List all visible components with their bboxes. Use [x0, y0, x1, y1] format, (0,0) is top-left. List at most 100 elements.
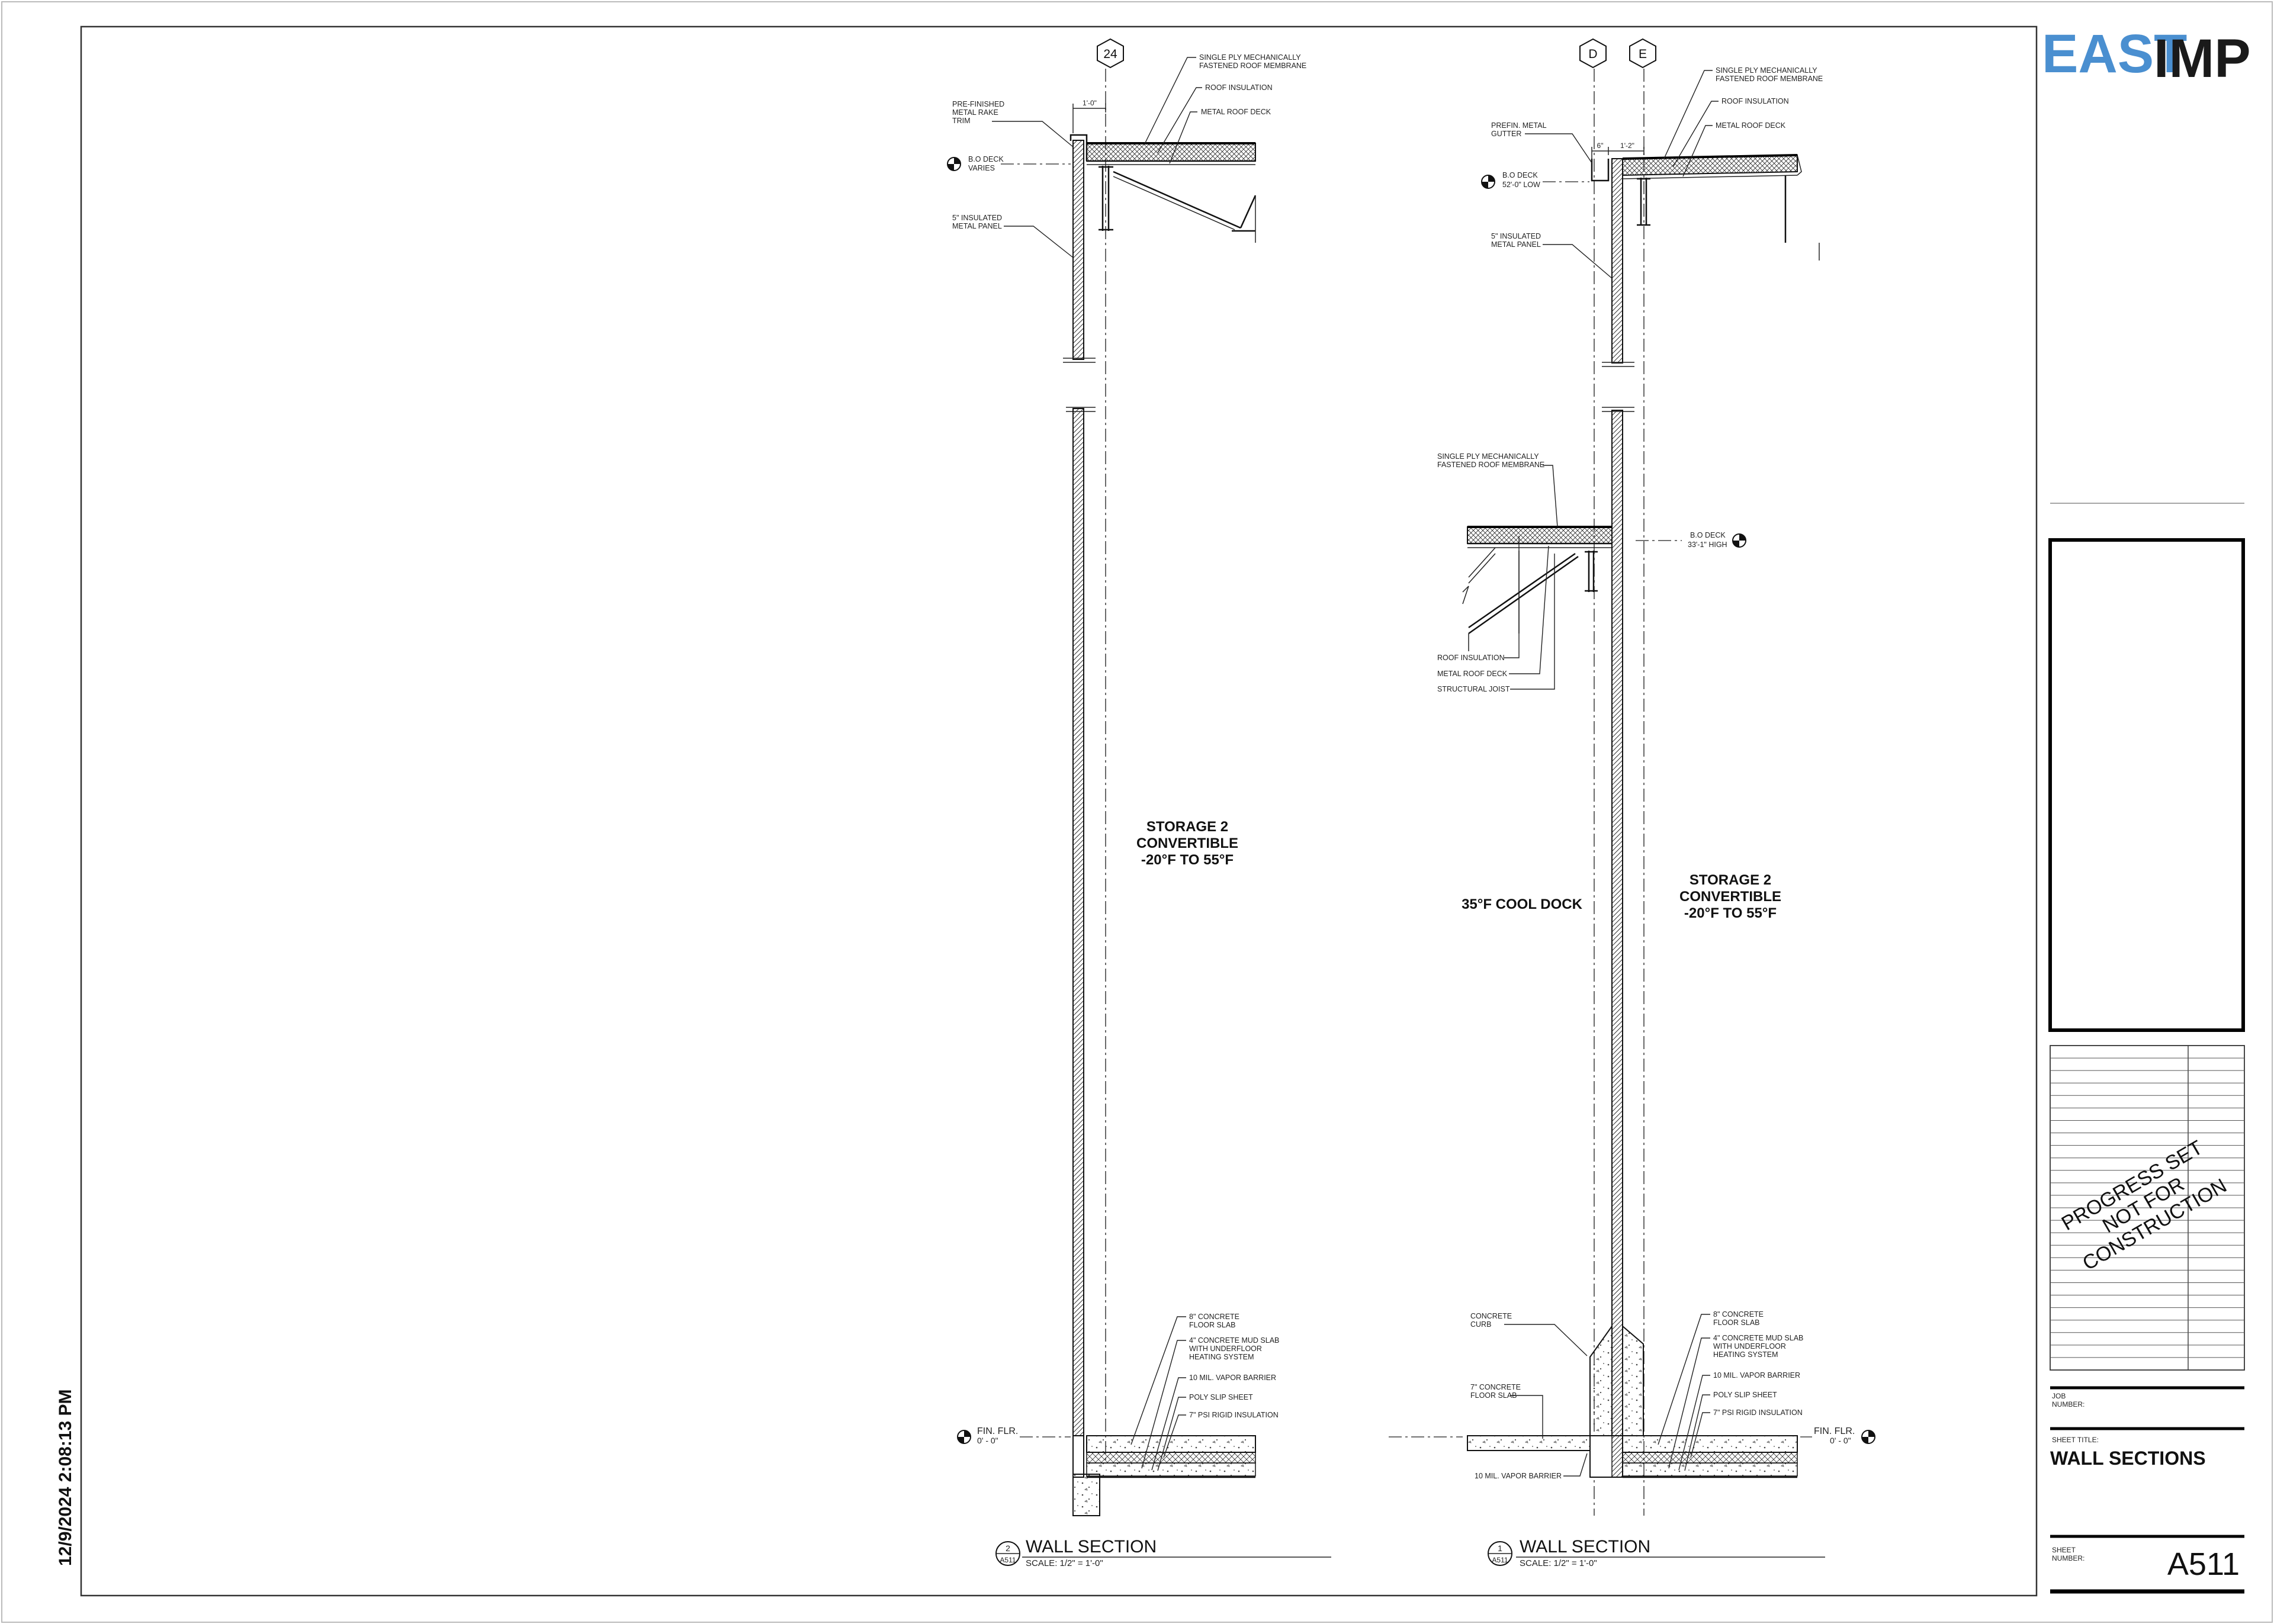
note-floor-slab-2: FLOOR SLAB: [1189, 1321, 1236, 1329]
room-left-1: STORAGE 2: [1146, 819, 1228, 835]
note-floor-slab-r-1: 8" CONCRETE: [1713, 1310, 1764, 1319]
fin-flr-right-1: FIN. FLR.: [1814, 1426, 1855, 1436]
grid-bubble-e-label: E: [1639, 47, 1647, 61]
note-slab7-1: 7" CONCRETE: [1470, 1383, 1521, 1391]
note-bo-deck-low-2: 52'-0" LOW: [1502, 181, 1540, 189]
section-title-2: WALL SECTION: [1026, 1537, 1157, 1557]
fin-flr-left-2: 0' - 0": [977, 1436, 998, 1445]
note-roof-insulation: ROOF INSULATION: [1205, 83, 1273, 92]
structural-joist: [1468, 552, 1579, 635]
dim-top: 1'-0": [1083, 99, 1097, 107]
wall-section-1: D E 6" 1'-2" SINGLE PLY MECHANICALLY FAS…: [1389, 38, 1875, 1568]
note-panel-2: METAL PANEL: [952, 222, 1002, 230]
sheet-number: A511: [2167, 1546, 2240, 1582]
note-panel-1: 5" INSULATED: [952, 214, 1002, 222]
note-metal-roof-deck-r: METAL ROOF DECK: [1716, 121, 1786, 130]
dim-b: 1'-2": [1620, 142, 1634, 150]
roof-insulation: [1086, 143, 1256, 162]
footing: [1072, 1474, 1100, 1516]
wall-section-2: 24 1'-0" SINGLE PLY MECHANICALLY FASTENE…: [947, 38, 1331, 1568]
low-roof-insulation: [1467, 526, 1613, 544]
note-low-membrane-1: SINGLE PLY MECHANICALLY: [1437, 452, 1539, 461]
note-membrane-2: FASTENED ROOF MEMBRANE: [1199, 62, 1306, 70]
insulated-metal-panel-upper: [1072, 140, 1084, 360]
fin-flr-right-2: 0' - 0": [1830, 1436, 1851, 1445]
note-gutter-2: GUTTER: [1491, 130, 1521, 138]
fin-flr-marker-right: [1861, 1430, 1875, 1444]
mud-slab-right: [1622, 1462, 1798, 1477]
note-rake-trim-3: TRIM: [952, 117, 971, 125]
note-low-membrane-2: FASTENED ROOF MEMBRANE: [1437, 461, 1544, 469]
stamp-box: [2048, 538, 2245, 1032]
note-curb-2: CURB: [1470, 1320, 1491, 1329]
progress-stamp: PROGRESS SET NOT FOR CONSTRUCTION: [2058, 1136, 2231, 1275]
note-poly-r: POLY SLIP SHEET: [1713, 1391, 1777, 1399]
note-gutter-1: PREFIN. METAL: [1491, 121, 1547, 130]
date-stamp: 12/9/2024 2:08:13 PM: [56, 1389, 75, 1566]
sheet-title: WALL SECTIONS: [2050, 1448, 2206, 1469]
note-panel-r-1: 5" INSULATED: [1491, 232, 1541, 240]
fin-flr-marker-left: [957, 1430, 971, 1444]
note-vapor-r: 10 MIL. VAPOR BARRIER: [1713, 1371, 1800, 1379]
note-curb-1: CONCRETE: [1470, 1312, 1512, 1320]
note-mud-slab-1: 4" CONCRETE MUD SLAB: [1189, 1336, 1279, 1345]
note-bo-deck-2: VARIES: [968, 164, 995, 172]
note-poly-left: POLY SLIP SHEET: [1189, 1393, 1253, 1401]
note-panel-r-2: METAL PANEL: [1491, 240, 1541, 249]
insulated-metal-panel-upper-right: [1611, 158, 1623, 364]
grid-bubble-d: [1579, 38, 1607, 69]
svg-text:EAST: EAST: [2042, 24, 2187, 84]
room-right-2: CONVERTIBLE: [1679, 889, 1781, 905]
company-logo: EAST IMP: [2042, 24, 2251, 89]
note-mud-slab-r-2: WITH UNDERFLOOR: [1713, 1342, 1786, 1350]
note-bo-deck-high-1: B.O DECK: [1690, 531, 1726, 539]
note-vapor-r-left: 10 MIL. VAPOR BARRIER: [1475, 1472, 1562, 1480]
note-mud-slab-r-1: 4" CONCRETE MUD SLAB: [1713, 1334, 1803, 1342]
floor-slab-7in: [1467, 1435, 1591, 1451]
section-sheet-ref-1: A511: [1492, 1556, 1508, 1564]
section-scale-1: SCALE: 1/2" = 1'-0": [1520, 1558, 1597, 1568]
note-floor-slab-1: 8" CONCRETE: [1189, 1313, 1239, 1321]
note-mud-slab-2: WITH UNDERFLOOR: [1189, 1345, 1262, 1353]
sheet-number-label-1: SHEET: [2052, 1546, 2076, 1554]
insulated-metal-panel-lower-right: [1611, 410, 1623, 1438]
mud-slab-left: [1086, 1462, 1256, 1477]
rigid-insulation-right: [1622, 1452, 1798, 1464]
note-metal-roof-deck: METAL ROOF DECK: [1201, 108, 1271, 116]
rigid-insulation-left: [1086, 1452, 1256, 1464]
note-low-insulation: ROOF INSULATION: [1437, 654, 1505, 662]
fin-flr-left-1: FIN. FLR.: [977, 1426, 1018, 1436]
note-bo-deck-low-1: B.O DECK: [1502, 171, 1538, 179]
dim-a: 6": [1597, 142, 1604, 150]
bo-deck-marker-left: [947, 157, 961, 171]
title-block: EAST IMP PROGRESS SET NOT FOR CONSTRUCTI…: [2042, 24, 2251, 1594]
bo-deck-marker-low: [1481, 175, 1495, 189]
floor-slab-right: [1622, 1435, 1798, 1453]
section-number-1: 1: [1498, 1543, 1502, 1553]
job-label-1: JOB: [2052, 1392, 2066, 1400]
note-membrane-1: SINGLE PLY MECHANICALLY: [1199, 53, 1301, 62]
sheet-number-label-2: NUMBER:: [2052, 1554, 2084, 1562]
grid-bubble-24-label: 24: [1103, 47, 1117, 61]
note-slab7-2: FLOOR SLAB: [1470, 1391, 1517, 1400]
prefin-gutter: [1591, 159, 1610, 182]
floor-slab-left: [1086, 1435, 1256, 1453]
grid-bubble-d-label: D: [1588, 47, 1597, 61]
note-rigid-r: 7" PSI RIGID INSULATION: [1713, 1408, 1803, 1417]
note-roof-insulation-r: ROOF INSULATION: [1721, 97, 1789, 105]
section-number-2: 2: [1006, 1543, 1010, 1553]
note-low-deck: METAL ROOF DECK: [1437, 670, 1508, 678]
room-cool-dock: 35°F COOL DOCK: [1462, 896, 1583, 912]
room-left-3: -20°F TO 55°F: [1141, 852, 1234, 868]
job-label-2: NUMBER:: [2052, 1400, 2084, 1408]
note-rake-trim-2: METAL RAKE: [952, 108, 998, 117]
note-vapor-left: 10 MIL. VAPOR BARRIER: [1189, 1374, 1276, 1382]
note-mud-slab-r-3: HEATING SYSTEM: [1713, 1350, 1778, 1359]
note-membrane-r-1: SINGLE PLY MECHANICALLY: [1716, 66, 1817, 75]
room-right-1: STORAGE 2: [1690, 872, 1771, 888]
bo-deck-marker-high: [1732, 533, 1746, 548]
note-bo-deck-high-2: 33'-1" HIGH: [1688, 541, 1727, 549]
note-rigid-left: 7" PSI RIGID INSULATION: [1189, 1411, 1279, 1419]
section-sheet-ref-2: A511: [1000, 1556, 1016, 1564]
